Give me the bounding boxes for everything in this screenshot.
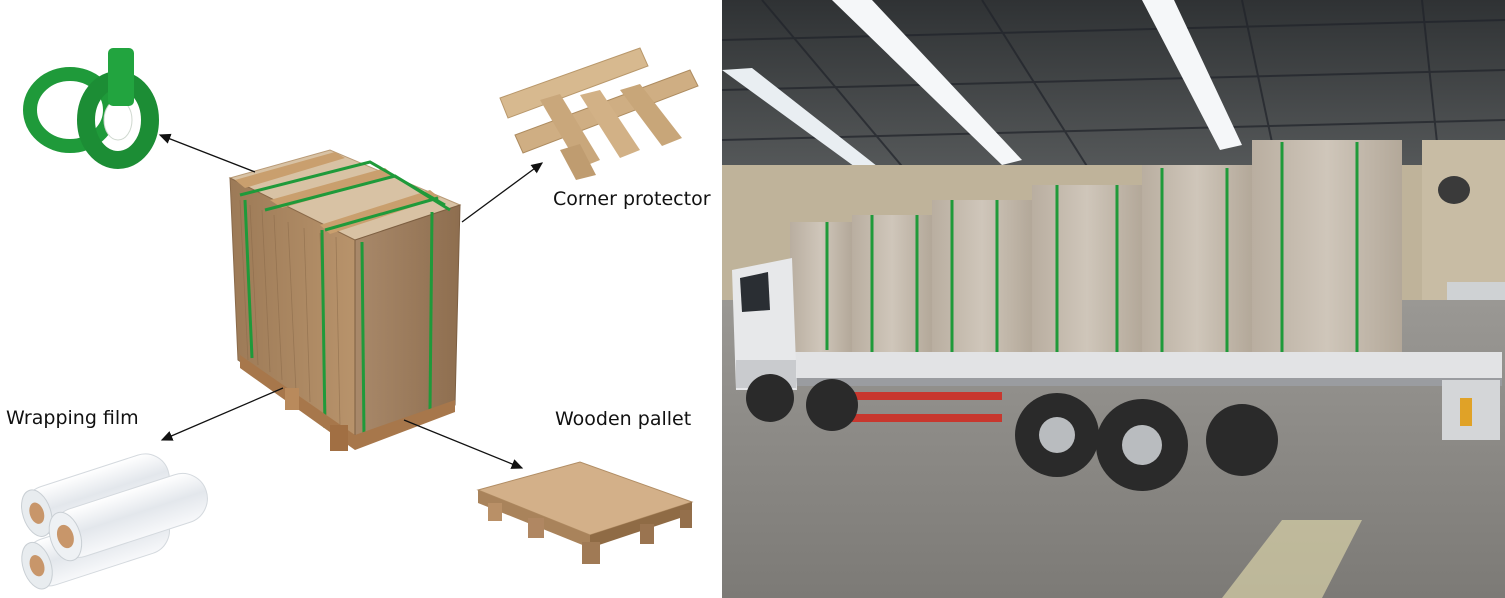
corner-protector-label: Corner protector [553, 188, 711, 210]
wooden-pallet-label: Wooden pallet [555, 408, 692, 430]
truck-photo-art [722, 0, 1505, 598]
packed-pallet-image [228, 149, 462, 451]
wrapped-cargo [790, 140, 1402, 358]
packing-diagram-panel: Corner protector Wrapping film Wooden pa… [0, 0, 722, 598]
corner-protectors-image [499, 47, 699, 180]
wooden-pallet-image [476, 461, 694, 564]
wrapping-film-rolls [21, 453, 208, 590]
strapping-tape-rolls [23, 48, 159, 169]
pointer-arrows [158, 133, 544, 469]
packing-diagram-art [21, 47, 699, 590]
truck-photo [722, 0, 1505, 598]
wrapping-film-label: Wrapping film [6, 407, 139, 429]
